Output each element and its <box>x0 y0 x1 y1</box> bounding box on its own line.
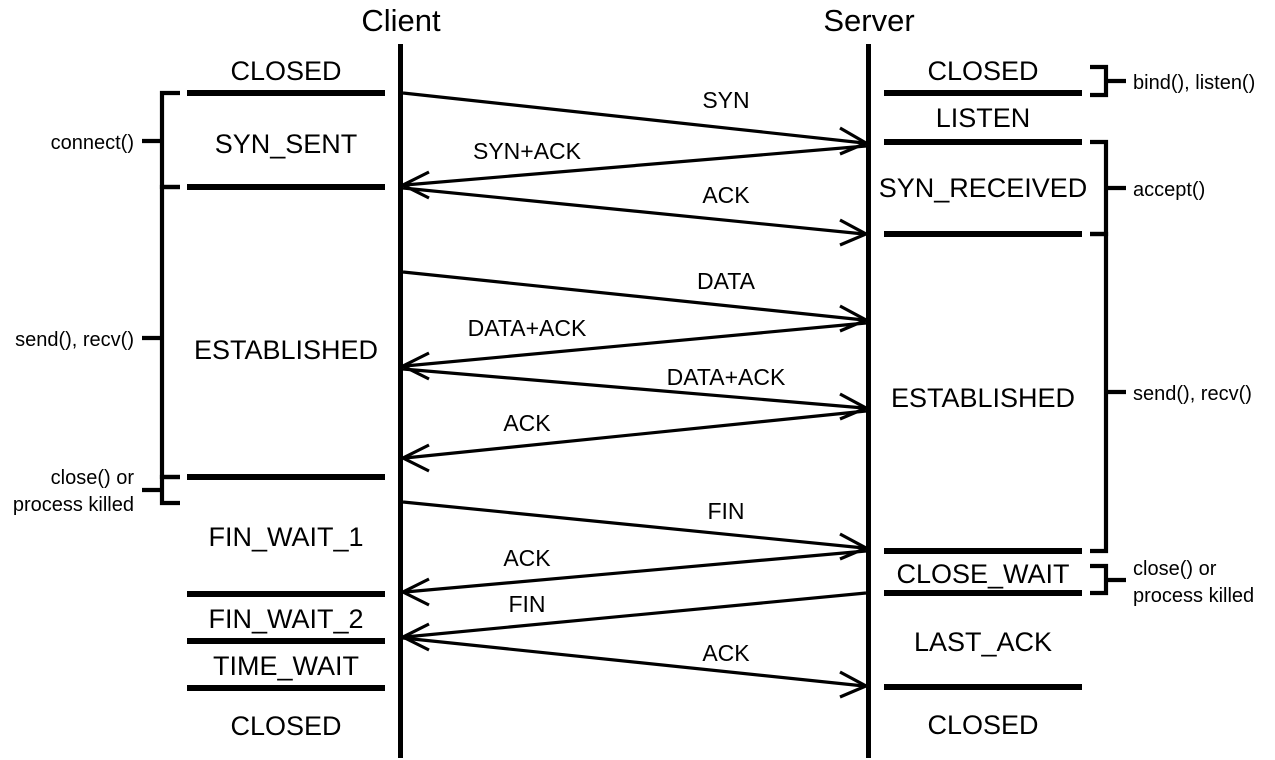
message-arrow-data-ack-2 <box>402 367 865 410</box>
message-arrow-fin-client <box>402 500 865 550</box>
message-arrow-data <box>402 270 865 322</box>
client-title: Client <box>361 3 441 38</box>
server-api-accept: accept() <box>1133 179 1205 201</box>
server-state-syn-received: SYN_RECEIVED <box>879 173 1088 203</box>
message-label-ack-last: ACK <box>702 640 750 666</box>
client-state-syn-sent: SYN_SENT <box>215 129 358 159</box>
message-label-ack-handshake: ACK <box>702 182 750 208</box>
server-api-close-line1: close() or <box>1133 558 1217 580</box>
server-state-closed-initial: CLOSED <box>927 56 1038 86</box>
arrowhead-data-ack-2 <box>839 392 870 421</box>
server-api-close-line2: process killed <box>1133 585 1254 607</box>
server-state-established: ESTABLISHED <box>891 383 1075 413</box>
message-label-ack-fin: ACK <box>503 545 551 571</box>
server-api-bind-listen: bind(), listen() <box>1133 72 1255 94</box>
arrowhead-ack-handshake <box>839 218 870 247</box>
arrowhead-syn <box>839 126 870 156</box>
message-label-fin-server: FIN <box>508 591 545 617</box>
server-state-closed-final: CLOSED <box>927 710 1038 740</box>
arrowhead-data <box>839 304 870 333</box>
client-state-established: ESTABLISHED <box>194 335 378 365</box>
client-api-close-line2: process killed <box>13 494 134 516</box>
message-label-data-ack-1: DATA+ACK <box>468 315 587 341</box>
message-arrow-fin-server <box>404 591 867 639</box>
server-title: Server <box>823 3 914 38</box>
server-state-close-wait: CLOSE_WAIT <box>896 559 1069 589</box>
arrowhead-ack-data <box>399 443 430 473</box>
server-state-listen: LISTEN <box>936 103 1031 133</box>
message-arrow-data-ack-1 <box>404 321 867 368</box>
message-arrow-ack-fin <box>404 549 867 594</box>
client-api-connect: connect() <box>51 132 134 154</box>
message-label-syn: SYN <box>702 87 749 113</box>
arrowhead-ack-fin <box>399 577 430 607</box>
message-label-syn-ack: SYN+ACK <box>473 138 582 164</box>
arrowhead-data-ack-1 <box>399 351 430 381</box>
arrowhead-fin-server <box>399 622 430 652</box>
client-api-send-recv: send(), recv() <box>15 329 134 351</box>
message-arrow-ack-data <box>404 409 867 460</box>
message-label-data-ack-2: DATA+ACK <box>667 364 786 390</box>
message-arrow-ack-handshake <box>402 186 865 236</box>
arrowhead-syn-ack <box>399 170 430 200</box>
client-state-fin-wait-1: FIN_WAIT_1 <box>208 522 363 552</box>
client-api-close-line1: close() or <box>51 467 135 489</box>
server-state-last-ack: LAST_ACK <box>914 627 1052 657</box>
client-state-closed-initial: CLOSED <box>230 56 341 86</box>
message-arrow-syn-ack <box>404 144 867 187</box>
message-label-data: DATA <box>697 268 756 294</box>
message-arrow-syn <box>402 91 865 145</box>
client-state-closed-final: CLOSED <box>230 711 341 741</box>
message-label-ack-data: ACK <box>503 410 551 436</box>
client-state-time-wait: TIME_WAIT <box>213 651 359 681</box>
server-api-send-recv: send(), recv() <box>1133 383 1252 405</box>
client-state-fin-wait-2: FIN_WAIT_2 <box>208 604 363 634</box>
message-arrow-ack-last <box>402 636 865 688</box>
message-label-fin-client: FIN <box>707 498 744 524</box>
arrowhead-fin-client <box>839 532 870 561</box>
arrowhead-ack-last <box>839 670 870 699</box>
